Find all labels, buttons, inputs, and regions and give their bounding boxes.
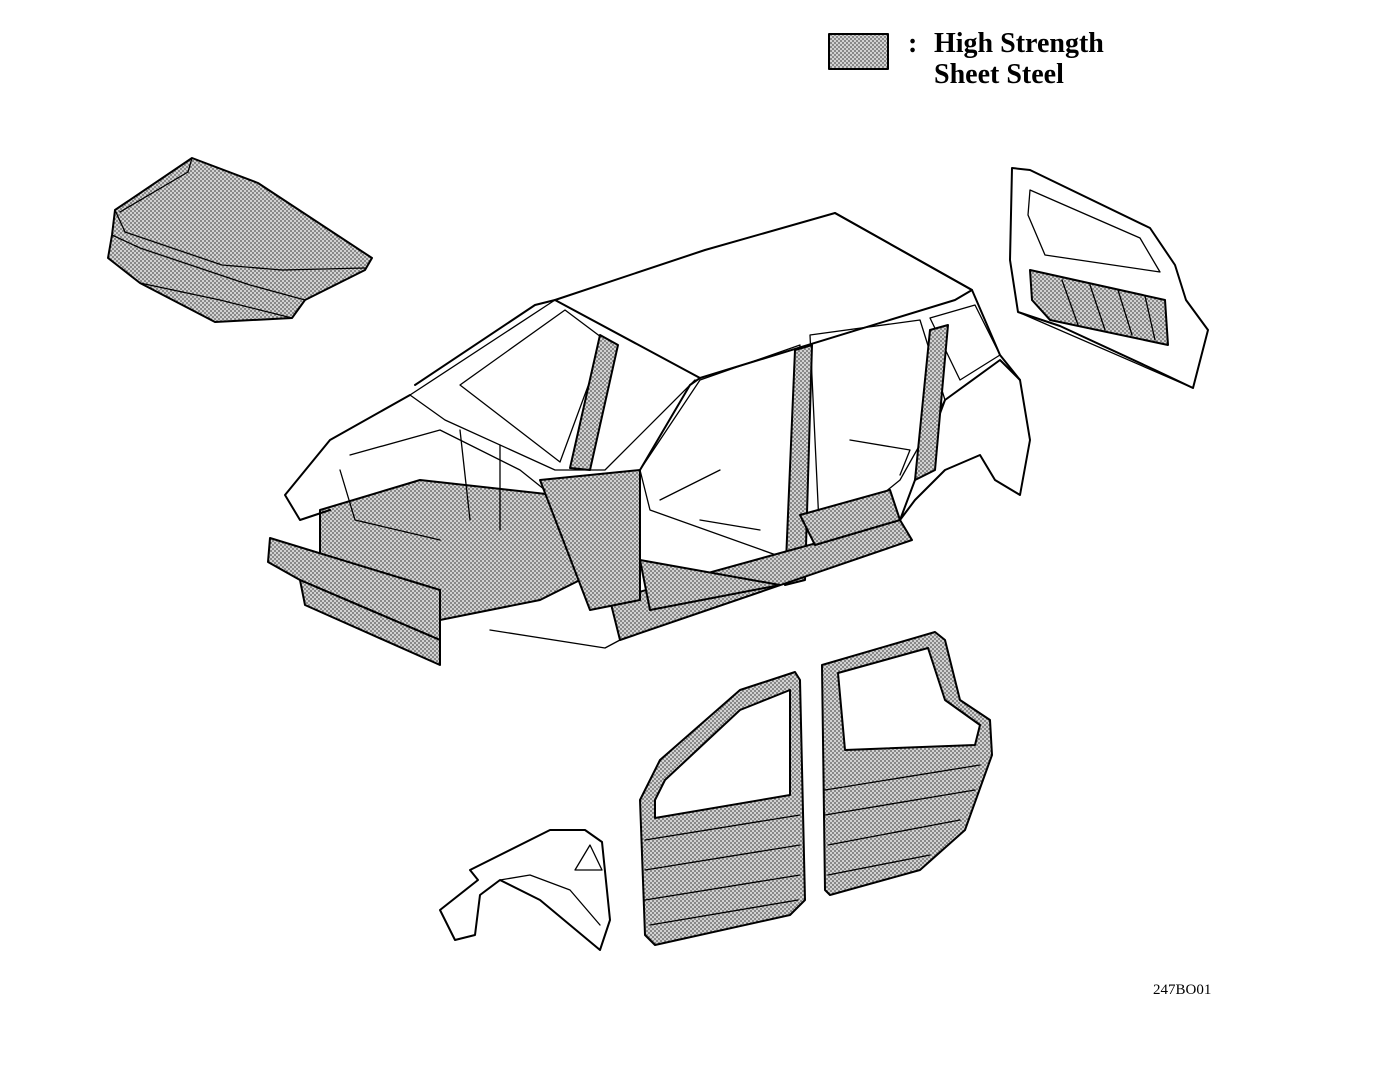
- front-fender: [439, 829, 611, 951]
- front-door: [639, 671, 806, 946]
- hood: [107, 157, 373, 323]
- figure-id: 247BO01: [1153, 982, 1212, 998]
- body-shell: [267, 212, 1031, 666]
- legend-line1: High Strength: [934, 28, 1104, 59]
- legend-line2: Sheet Steel: [934, 59, 1064, 90]
- legend-label: : High Strength Sheet Steel: [908, 28, 1104, 90]
- tailgate: [1009, 167, 1209, 389]
- rear-door: [821, 631, 993, 896]
- legend-swatch: [828, 33, 889, 70]
- legend-colon: :: [908, 28, 918, 59]
